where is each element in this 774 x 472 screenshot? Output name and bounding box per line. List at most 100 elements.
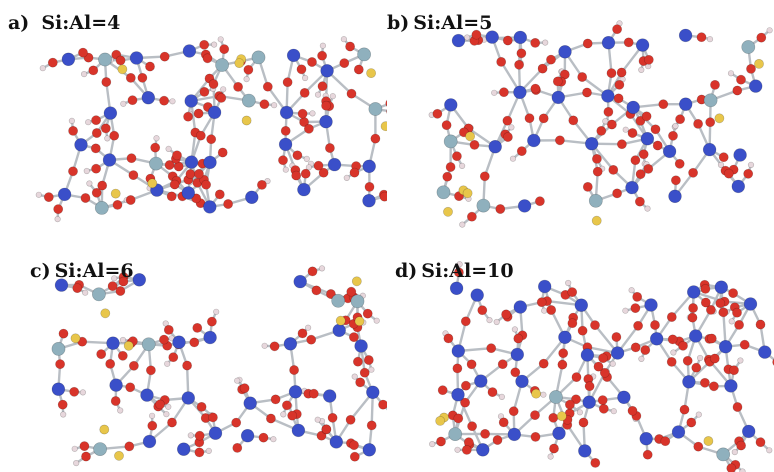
silicon-atom (451, 33, 466, 48)
oxygen-atom (536, 297, 547, 308)
silicon-atom (644, 298, 658, 312)
silicon-atom (626, 100, 640, 115)
panel-b-label: b)Si:Al=5 (387, 12, 492, 34)
cation-atom (241, 115, 252, 126)
hydrogen-atom (576, 409, 583, 416)
aluminium-atom (476, 198, 491, 213)
oxygen-atom (582, 181, 593, 192)
oxygen-atom (471, 29, 482, 40)
oxygen-atom (189, 337, 200, 348)
oxygen-atom (700, 284, 711, 294)
oxygen-atom (155, 399, 165, 410)
silicon-atom (527, 133, 541, 148)
oxygen-atom (577, 325, 588, 336)
hydrogen-atom (644, 205, 651, 212)
silicon-atom (203, 330, 217, 345)
oxygen-atom (233, 82, 243, 92)
oxygen-atom (269, 341, 280, 352)
oxygen-atom (567, 287, 578, 297)
silicon-atom (293, 274, 307, 289)
oxygen-atom (325, 289, 336, 299)
panel-d-letter: d) (395, 260, 418, 282)
oxygen-atom (599, 367, 610, 378)
oxygen-atom (726, 463, 737, 472)
silicon-atom (451, 388, 465, 402)
oxygen-atom (498, 417, 509, 428)
oxygen-atom (43, 192, 54, 202)
oxygen-atom (292, 150, 303, 161)
hydrogen-atom (766, 27, 773, 34)
silicon-atom (319, 114, 333, 129)
cation-atom (465, 131, 475, 142)
cation-atom (556, 411, 567, 421)
silicon-atom (552, 426, 566, 441)
panel-c-letter: c) (30, 260, 51, 282)
hydrogen-atom (82, 289, 89, 296)
oxygen-atom (346, 88, 357, 99)
oxygen-atom (125, 73, 136, 83)
oxygen-atom (732, 85, 743, 96)
oxygen-atom (688, 167, 698, 178)
oxygen-atom (630, 155, 641, 166)
oxygen-atom (441, 120, 452, 130)
hydrogen-atom (271, 102, 278, 109)
oxygen-atom (549, 443, 559, 454)
hydrogen-atom (498, 393, 505, 400)
oxygen-atom (321, 424, 332, 435)
oxygen-atom (632, 292, 643, 302)
hydrogen-atom (280, 411, 287, 418)
oxygen-atom (693, 441, 704, 452)
oxygen-atom (496, 57, 507, 67)
cation-atom (123, 340, 134, 351)
oxygen-atom (577, 72, 588, 82)
hydrogen-atom (120, 100, 127, 107)
oxygen-atom (324, 143, 335, 153)
hydrogen-atom (217, 36, 224, 43)
oxygen-atom (145, 365, 156, 376)
hydrogen-atom (540, 391, 547, 398)
hydrogen-atom (86, 180, 93, 187)
oxygen-atom (289, 365, 299, 375)
hydrogen-atom (319, 42, 327, 49)
silicon-atom (513, 300, 528, 314)
oxygen-atom (477, 305, 488, 316)
cation-atom (531, 388, 541, 399)
oxygen-atom (91, 128, 102, 138)
silicon-atom (668, 189, 682, 204)
aluminium-atom (703, 93, 718, 108)
hydrogen-atom (706, 36, 714, 43)
oxygen-atom (316, 430, 327, 441)
panel-b-molecule (428, 20, 773, 228)
oxygen-atom (214, 189, 225, 200)
oxygen-atom (723, 168, 734, 179)
silicon-atom (362, 443, 376, 457)
oxygen-atom (318, 167, 329, 178)
silicon-atom (617, 390, 631, 405)
hydrogen-atom (162, 320, 169, 327)
panel-d-molecule (429, 261, 774, 472)
hydrogen-atom (270, 436, 277, 443)
oxygen-atom (732, 307, 742, 318)
oxygen-atom (97, 180, 108, 191)
oxygen-atom (708, 381, 719, 392)
hydrogen-atom (165, 403, 172, 410)
silicon-atom (74, 138, 88, 152)
hydrogen-atom (638, 355, 645, 362)
oxygen-atom (611, 332, 622, 342)
oxygen-atom (125, 195, 136, 205)
hydrogen-atom (85, 119, 92, 126)
oxygen-atom (729, 365, 739, 376)
oxygen-atom (461, 380, 471, 391)
oxygen-atom (508, 406, 519, 417)
oxygen-atom (202, 53, 213, 64)
silicon-atom (610, 346, 625, 360)
oxygen-atom (208, 79, 219, 89)
hydrogen-atom (243, 75, 250, 83)
oxygen-atom (445, 162, 456, 172)
silicon-atom (297, 182, 311, 197)
oxygen-atom (643, 54, 654, 65)
silicon-atom (243, 396, 257, 410)
silicon-atom (141, 90, 156, 105)
oxygen-atom (168, 352, 179, 363)
